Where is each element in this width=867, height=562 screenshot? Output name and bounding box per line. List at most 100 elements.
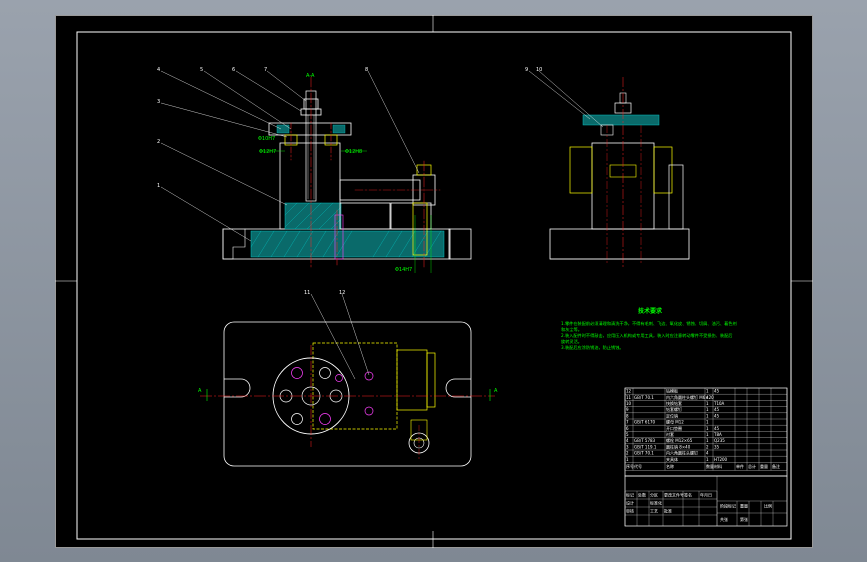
signoff-label: 处数 <box>638 492 646 498</box>
parts-cell: 2 <box>626 451 629 456</box>
signoff-label: 标记 <box>626 492 634 498</box>
parts-cell: 内六角圆柱头螺钉 <box>666 450 698 456</box>
note-line-4: 旋转灵活。 <box>561 338 582 345</box>
parts-cell: T8A <box>713 432 722 437</box>
note-line-1: 1.零件在装配前必须清理和清洗干净，不得有毛刺、飞边、氧化皮、锈蚀、切屑、油污、… <box>561 320 737 327</box>
signoff-label: 审核 <box>626 508 634 514</box>
parts-cell: 5 <box>626 432 629 437</box>
signoff-label: 共张 <box>720 516 728 522</box>
callout-9: 9 <box>525 67 528 73</box>
parts-header-cell: 数量 <box>706 463 714 469</box>
parts-cell: 6 <box>626 426 629 431</box>
parts-cell: 45 <box>714 389 720 394</box>
parts-cell: 1 <box>706 438 709 443</box>
parts-cell: T10A <box>713 401 725 406</box>
parts-cell: 3 <box>626 444 629 449</box>
parts-cell: Q235 <box>714 438 725 443</box>
parts-cell: 衬套 <box>666 431 674 437</box>
parts-cell: 12 <box>626 389 632 394</box>
callout-11: 11 <box>304 290 310 296</box>
callout-2: 2 <box>157 139 160 145</box>
parts-header-cell: 重量 <box>760 463 768 469</box>
dim-drill-bushing: Φ14H7 <box>395 267 412 273</box>
drawing-canvas[interactable]: A-A Φ10H7 Φ12H7 Φ12H8 Φ14H7 <box>55 15 813 548</box>
front-dimensions <box>260 150 432 273</box>
signoff-label: 标准化 <box>650 500 662 506</box>
parts-cell: 夹具体 <box>666 456 678 462</box>
parts-cell: 螺栓 M12×65 <box>666 437 693 443</box>
parts-header-cell: 代号 <box>634 463 642 469</box>
signoff-label: 阶段标记 <box>720 503 736 509</box>
parts-cell: 1 <box>706 389 709 394</box>
signoff-label: 批准 <box>664 508 672 514</box>
parts-cell: 1 <box>706 407 709 412</box>
parts-header-cell: 备注 <box>772 463 780 469</box>
front-leader-lines <box>160 70 420 242</box>
dim-washer-left: Φ12H7 <box>259 149 276 155</box>
parts-cell: 4 <box>706 451 709 456</box>
parts-cell: 1 <box>706 413 709 418</box>
cut-label-left: A <box>198 388 202 394</box>
top-view[interactable] <box>200 321 495 467</box>
parts-cell: 1 <box>706 432 709 437</box>
parts-cell: 内六角圆柱头螺钉 M6×20 <box>666 394 714 400</box>
parts-cell: 圆柱销 8×40 <box>666 443 691 449</box>
parts-cell: 4 <box>626 438 629 443</box>
dim-bushing-left: Φ10H7 <box>258 136 275 142</box>
parts-cell: GB/T 70.1 <box>634 395 654 400</box>
signoff-label: 比例 <box>764 503 772 509</box>
signoff-label: 设计 <box>626 500 634 506</box>
parts-cell: 8 <box>626 413 629 418</box>
signoff-label: 年月日 <box>700 492 712 498</box>
parts-cell: 钻套螺钉 <box>666 406 682 412</box>
parts-cell: 45 <box>714 413 720 418</box>
parts-header-cell: 单件 <box>736 463 744 469</box>
callout-3: 3 <box>157 99 160 105</box>
side-view[interactable] <box>549 77 690 267</box>
signoff-label: 重量 <box>740 503 748 509</box>
parts-cell: 1 <box>706 420 709 425</box>
parts-cell: GB/T 119.1 <box>634 444 657 449</box>
parts-cell: 35 <box>714 444 720 449</box>
front-view-section[interactable] <box>222 76 472 268</box>
cut-plane-marks <box>206 389 491 401</box>
callout-12: 12 <box>339 290 345 296</box>
parts-cell: 快换钻套 <box>666 400 682 406</box>
dim-washer-right: Φ12H8 <box>345 149 362 155</box>
parts-cell: 开口垫圈 <box>666 425 682 431</box>
parts-header-cell: 名称 <box>666 463 674 469</box>
parts-cell: 9 <box>626 407 629 412</box>
parts-cell: 1 <box>706 457 709 462</box>
parts-cell: GB/T 6170 <box>634 420 656 425</box>
callout-1: 1 <box>157 183 160 189</box>
callout-8: 8 <box>365 67 368 73</box>
callout-4: 4 <box>157 67 160 73</box>
side-leader-lines <box>528 70 604 128</box>
note-line-5: 3.装配后应涂防锈油，防止锈蚀。 <box>561 344 624 351</box>
signoff-label: 分区 <box>650 492 658 498</box>
technical-notes: 技术要求 1.零件在装配前必须清理和清洗干净，不得有毛刺、飞边、氧化皮、锈蚀、切… <box>561 307 737 351</box>
parts-cell: GB/T 70.1 <box>634 451 654 456</box>
parts-cell: 45 <box>714 407 720 412</box>
parts-cell: 1 <box>626 457 629 462</box>
parts-cell: 2 <box>706 444 709 449</box>
parts-header-cell: 序号 <box>626 463 634 469</box>
drawing-sheet[interactable]: A-A Φ10H7 Φ12H7 Φ12H8 Φ14H7 <box>55 15 813 548</box>
signoff-label: 更改文件号 <box>664 492 684 498</box>
sheet-frame <box>55 15 813 548</box>
parts-cell: 1 <box>706 426 709 431</box>
parts-cell: 45 <box>714 426 720 431</box>
parts-cell: 7 <box>626 420 629 425</box>
note-line-2: 和灰尘等。 <box>561 326 582 333</box>
parts-cell: 螺母 M12 <box>666 419 684 425</box>
parts-header-cell: 总计 <box>748 463 756 469</box>
callout-7: 7 <box>264 67 267 73</box>
signoff-label: 第张 <box>740 516 748 522</box>
callout-10: 10 <box>536 67 542 73</box>
parts-header-cell: 材料 <box>714 463 722 469</box>
parts-cell: 1 <box>706 401 709 406</box>
parts-cell: HT200 <box>714 457 728 462</box>
parts-cell: 4 <box>706 395 709 400</box>
